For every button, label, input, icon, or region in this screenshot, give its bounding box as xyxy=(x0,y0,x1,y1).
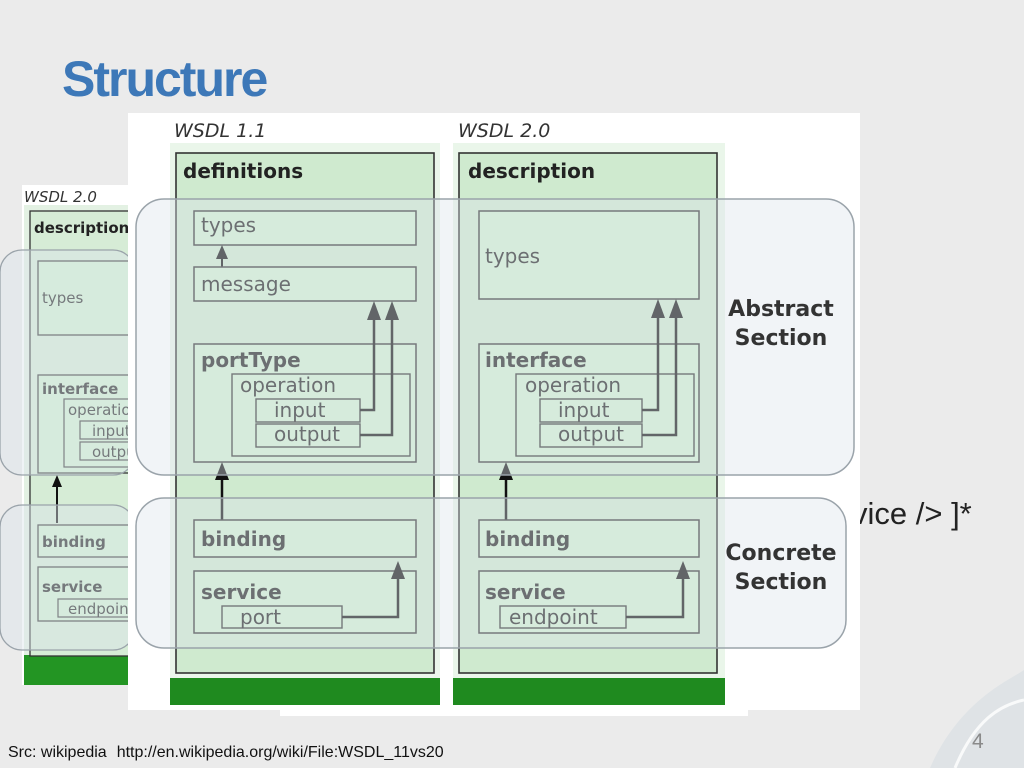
port-to-binding-arrow xyxy=(391,561,405,579)
bg-endpoint-label: endpoint xyxy=(68,600,135,618)
message-to-types-arrow xyxy=(216,245,228,259)
wsdl20-version-label: WSDL 2.0 xyxy=(458,120,550,142)
wsdl11-types-box xyxy=(193,210,417,246)
wsdl20-types-label: types xyxy=(485,244,540,268)
input-to-message-arrow xyxy=(367,301,381,320)
description-label: description xyxy=(468,159,595,183)
bg-operation-label: operation xyxy=(68,401,135,419)
abstract-section-overlay xyxy=(135,198,855,476)
slide-partial-text: vice /> ]* xyxy=(852,496,972,531)
wsdl11-output-label: output xyxy=(274,422,340,446)
wsdl11-column: WSDL 1.1 definitions types message portT… xyxy=(170,120,440,705)
concrete-section-label-line1: Concrete xyxy=(725,541,836,566)
slide-title: Structure xyxy=(62,51,268,107)
endpoint-to-binding-arrow xyxy=(676,561,690,579)
background-wsdl20-figure: WSDL 2.0 description types interface ope… xyxy=(0,185,135,685)
wsdl11-input-label: input xyxy=(274,398,326,422)
concrete-section-overlay xyxy=(135,497,847,649)
bg-binding-label: binding xyxy=(42,533,106,551)
source-url-link[interactable]: http://en.wikipedia.org/wiki/File:WSDL_1… xyxy=(116,744,444,761)
wsdl20-output-label: output xyxy=(558,422,624,446)
output-to-message-arrow xyxy=(385,301,399,320)
wsdl11-binding-box xyxy=(193,519,417,558)
wsdl20-binding-label: binding xyxy=(485,527,570,551)
wsdl20-types-box xyxy=(478,210,700,300)
wsdl20-input-label: input xyxy=(558,398,610,422)
wsdl-comparison-diagram: WSDL 1.1 definitions types message portT… xyxy=(128,113,860,716)
wsdl20-service-label: service xyxy=(485,580,566,604)
bg-types-label: types xyxy=(42,289,84,307)
wsdl20-binding-box xyxy=(478,519,700,558)
source-caption: Src: wikipedia http://en.wikipedia.org/wi… xyxy=(8,744,454,762)
wsdl20-operation-label: operation xyxy=(525,373,621,397)
bg-interface-label: interface xyxy=(42,380,118,398)
wsdl11-service-label: service xyxy=(201,580,282,604)
abstract-section-label-line1: Abstract xyxy=(728,297,834,322)
message-box xyxy=(193,266,417,302)
output-to-types-arrow xyxy=(669,299,683,318)
source-label: Src: wikipedia xyxy=(8,744,107,761)
bg-service-label: service xyxy=(42,578,102,596)
bg-description-label: description xyxy=(34,219,129,237)
interface-label: interface xyxy=(485,348,587,372)
porttype-label: portType xyxy=(201,348,301,372)
wsdl11-version-label: WSDL 1.1 xyxy=(174,120,266,142)
page-number: 4 xyxy=(972,730,984,753)
port-label: port xyxy=(240,605,281,629)
abstract-section-label-line2: Section xyxy=(735,326,828,351)
definitions-label: definitions xyxy=(183,159,303,183)
wsdl20-column: WSDL 2.0 description types interface ope… xyxy=(453,120,725,705)
wsdl11-binding-label: binding xyxy=(201,527,286,551)
concrete-section-label-line2: Section xyxy=(735,570,828,595)
bg-input-label: input xyxy=(92,422,131,440)
wsdl11-types-label: types xyxy=(201,213,256,237)
wsdl11-operation-label: operation xyxy=(240,373,336,397)
bg-output-label: output xyxy=(92,443,135,461)
endpoint-label: endpoint xyxy=(509,605,598,629)
message-label: message xyxy=(201,272,291,296)
input-to-types-arrow xyxy=(651,299,665,318)
bg-version-label: WSDL 2.0 xyxy=(24,188,97,206)
